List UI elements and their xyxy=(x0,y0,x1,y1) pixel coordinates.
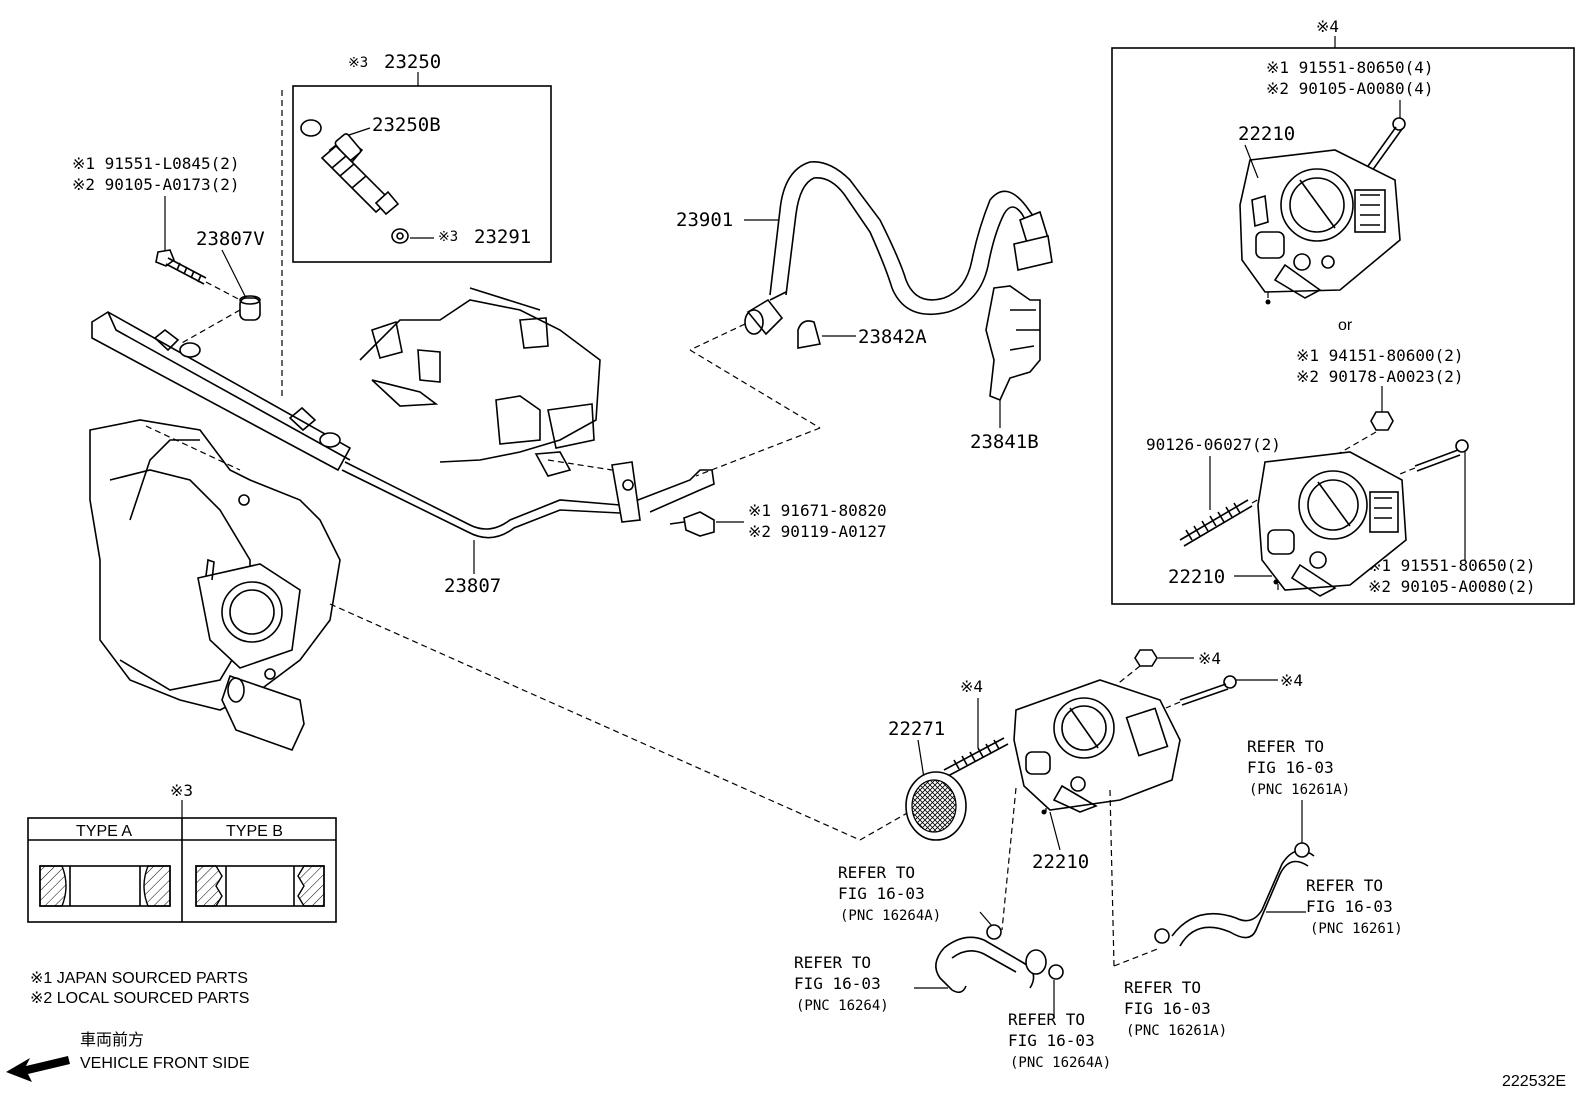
refer-line: FIG 16-03 xyxy=(1124,999,1211,1018)
insulator-part xyxy=(391,228,409,244)
injector-mark: ※3 xyxy=(348,55,368,71)
oring-part xyxy=(300,119,322,137)
bracket-callout: 23841B xyxy=(970,285,1041,453)
injector-frame xyxy=(292,85,552,263)
spacer-label: 23807V xyxy=(196,228,265,250)
refer-line: FIG 16-03 xyxy=(1247,758,1334,777)
refer-line: FIG 16-03 xyxy=(1008,1031,1095,1050)
refer-16264A-upper: REFER TO FIG 16-03 (PNC 16264A) xyxy=(838,863,941,924)
refer-pnc: (PNC 16264) xyxy=(796,998,889,1014)
direction-jp: 車両前方 xyxy=(80,1031,144,1049)
inset-bottom-bolt-local: ※2 90105-A0080(2) xyxy=(1368,577,1536,596)
refer-line: REFER TO xyxy=(794,953,871,972)
refer-line: REFER TO xyxy=(1306,876,1383,895)
type-a-shape xyxy=(39,865,171,907)
injector-box: ※3 23250 23250B ※3 23291 xyxy=(281,51,552,400)
inset-bottom-part-no: 22210 xyxy=(1168,566,1225,588)
rail-bolt-callout: ※1 91551-L0845(2) ※2 90105-A0173(2) xyxy=(72,154,245,303)
inset-bottom-stud-part xyxy=(1179,456,1269,547)
refer-16264A-lower: REFER TO FIG 16-03 (PNC 16264A) xyxy=(1008,1010,1111,1071)
main-throttle-label: 22210 xyxy=(1032,851,1089,873)
fuel-rail-part: 23807 xyxy=(91,311,715,597)
throttle-main-area: ※4 ※4 ※4 22271 xyxy=(888,649,1315,1018)
type-b-label: TYPE B xyxy=(226,823,283,840)
refer-line: FIG 16-03 xyxy=(838,884,925,903)
injector-oring-label: 23250B xyxy=(372,114,441,136)
refer-pnc: (PNC 16264A) xyxy=(840,908,941,924)
inset-top-bolt-jp: ※1 91551-80650(4) xyxy=(1266,58,1434,77)
spacer-part xyxy=(239,297,261,321)
diagram-id: 222532E xyxy=(1502,1073,1566,1090)
refer-pnc: (PNC 16261A) xyxy=(1249,782,1350,798)
fuel-rail-label: 23807 xyxy=(444,575,501,597)
inset-bottom-nut-jp: ※1 94151-80600(2) xyxy=(1296,346,1464,365)
refer-line: FIG 16-03 xyxy=(794,974,881,993)
refer-16261A-top: REFER TO FIG 16-03 (PNC 16261A) xyxy=(1247,737,1350,798)
legend-local: ※2 LOCAL SOURCED PARTS xyxy=(30,990,249,1007)
inset-bottom-bolt-jp: ※1 91551-80650(2) xyxy=(1368,556,1536,575)
type-a-label: TYPE A xyxy=(76,823,132,840)
insulator-label: 23291 xyxy=(474,226,531,248)
spacer-callout: 23807V xyxy=(179,228,265,345)
refer-line: FIG 16-03 xyxy=(1306,897,1393,916)
legend-japan: ※1 JAPAN SOURCED PARTS xyxy=(30,970,248,987)
main-bolt-mark: ※4 xyxy=(1280,671,1303,690)
refer-line: REFER TO xyxy=(838,863,915,882)
engine-block-sketch xyxy=(359,287,613,477)
refer-line: REFER TO xyxy=(1247,737,1324,756)
type-b-shape xyxy=(195,865,325,907)
clamp-label: 23842A xyxy=(858,326,927,348)
type-table-mark: ※3 xyxy=(170,781,193,800)
insulator-mark: ※3 xyxy=(438,229,458,245)
inset-bottom-throttle-body xyxy=(1234,451,1407,597)
rail-union-bolt-callout: ※1 91671-80820 ※2 90119-A0127 xyxy=(669,501,887,541)
fuel-hose-callout: 23901 xyxy=(676,161,1053,477)
front-arrow-icon xyxy=(6,1056,70,1082)
direction-en: VEHICLE FRONT SIDE xyxy=(80,1055,250,1072)
main-nut-mark: ※4 xyxy=(1198,649,1221,668)
bracket-label: 23841B xyxy=(970,431,1039,453)
main-throttle-body xyxy=(1013,679,1181,815)
gasket-label: 22271 xyxy=(888,718,945,740)
union-bolt-local: ※2 90119-A0127 xyxy=(748,522,887,541)
inset-bottom-bolt xyxy=(1399,439,1469,560)
inset-top-bolt-local: ※2 90105-A0080(4) xyxy=(1266,79,1434,98)
fuel-hose-label: 23901 xyxy=(676,209,733,231)
union-bolt-jp: ※1 91671-80820 xyxy=(748,501,887,520)
refer-16264: REFER TO FIG 16-03 (PNC 16264) xyxy=(794,953,889,1014)
inset-bottom-nut-local: ※2 90178-A0023(2) xyxy=(1296,367,1464,386)
main-stud-mark: ※4 xyxy=(960,677,983,696)
inset-bottom-stud: 90126-06027(2) xyxy=(1146,435,1281,454)
main-bolt xyxy=(1223,675,1237,689)
inset-top-part-no: 22210 xyxy=(1238,123,1295,145)
refer-pnc: (PNC 16264A) xyxy=(1010,1055,1111,1071)
rail-bolt-jp: ※1 91551-L0845(2) xyxy=(72,154,240,173)
refer-16261A-lower: REFER TO FIG 16-03 (PNC 16261A) xyxy=(1124,978,1227,1039)
inset-or: or xyxy=(1338,317,1353,334)
clamp-callout: 23842A xyxy=(797,320,927,349)
inset-mark: ※4 xyxy=(1316,17,1339,36)
injector-part-no: 23250 xyxy=(384,51,441,73)
inset-frame xyxy=(1111,47,1575,605)
injector-part xyxy=(320,133,400,216)
inset-top-throttle-body xyxy=(1239,144,1401,305)
refer-line: REFER TO xyxy=(1124,978,1201,997)
intake-manifold-sketch xyxy=(89,419,931,841)
type-table: ※3 TYPE A TYPE B xyxy=(27,781,337,923)
refer-line: REFER TO xyxy=(1008,1010,1085,1029)
refer-16261: REFER TO FIG 16-03 (PNC 16261) xyxy=(1306,876,1403,937)
main-nut xyxy=(1134,649,1158,667)
refer-pnc: (PNC 16261) xyxy=(1310,921,1403,937)
throttle-inset-box: ※4 ※1 91551-80650(4) ※2 90105-A0080(4) 2… xyxy=(1111,17,1575,605)
refer-pnc: (PNC 16261A) xyxy=(1126,1023,1227,1039)
rail-bolt-local: ※2 90105-A0173(2) xyxy=(72,175,240,194)
